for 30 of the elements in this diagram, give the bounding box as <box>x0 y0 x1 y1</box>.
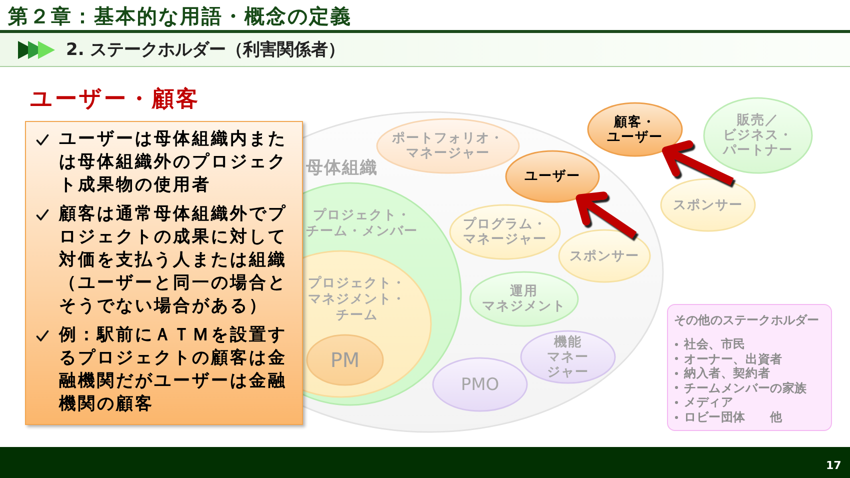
node-label: スポンサー <box>568 248 640 264</box>
page-title: 第２章：基本的な用語・概念の定義 <box>8 4 352 28</box>
list-item: ロビー団体 他 <box>684 410 782 424</box>
node-label: PM <box>330 348 360 372</box>
list-item: 納入者、契約者 <box>684 366 770 380</box>
bullet-text: 顧客は通常母体組織外でプロジェクトの成果に対して対価を支払う人または組織（ユーザーと同一の場合とそうでない場合がある） <box>59 203 288 318</box>
list-item: チームメンバーの家族 <box>684 380 807 395</box>
node-label: スポンサー <box>672 198 744 212</box>
list-item: 社会、市民 <box>684 337 746 351</box>
node-label: 機能マネージャー <box>546 334 590 380</box>
node-label: 母体組織 <box>306 158 378 178</box>
node-label: プログラム・マネージャー <box>462 217 548 247</box>
list-item: メディア <box>684 395 734 410</box>
section-heading: ユーザー・顧客 <box>30 87 200 113</box>
node-label: プロジェクト・チーム・メンバー <box>305 208 419 240</box>
bullet-text: ユーザーは母体組織内または母体組織外のプロジェクト成果物の使用者 <box>59 128 288 196</box>
section-title: 2. ステークホルダー（利害関係者） <box>66 40 346 60</box>
panel-heading: その他のステークホルダー <box>674 313 820 328</box>
node-label: 運用マネジメント <box>481 284 567 314</box>
arrow <box>576 192 637 239</box>
node-label: ポートフォリオ・マネージャー <box>391 131 505 161</box>
node-label: 販売／ビジネス・パートナー <box>722 113 794 158</box>
info-panel <box>667 304 832 431</box>
node-label: ユーザー <box>524 169 582 184</box>
page-number: 17 <box>826 459 842 472</box>
list-item: オーナー、出資者 <box>684 352 782 366</box>
node-label: PMO <box>460 374 500 394</box>
node-label: 顧客・ユーザー <box>606 114 664 144</box>
bullet-text: 例：駅前にＡＴＭを設置するプロジェクトの顧客は金融機関だがユーザーは金融機関の顧客 <box>59 324 288 416</box>
node-label: プロジェクト・マネジメント・チーム <box>307 276 407 324</box>
